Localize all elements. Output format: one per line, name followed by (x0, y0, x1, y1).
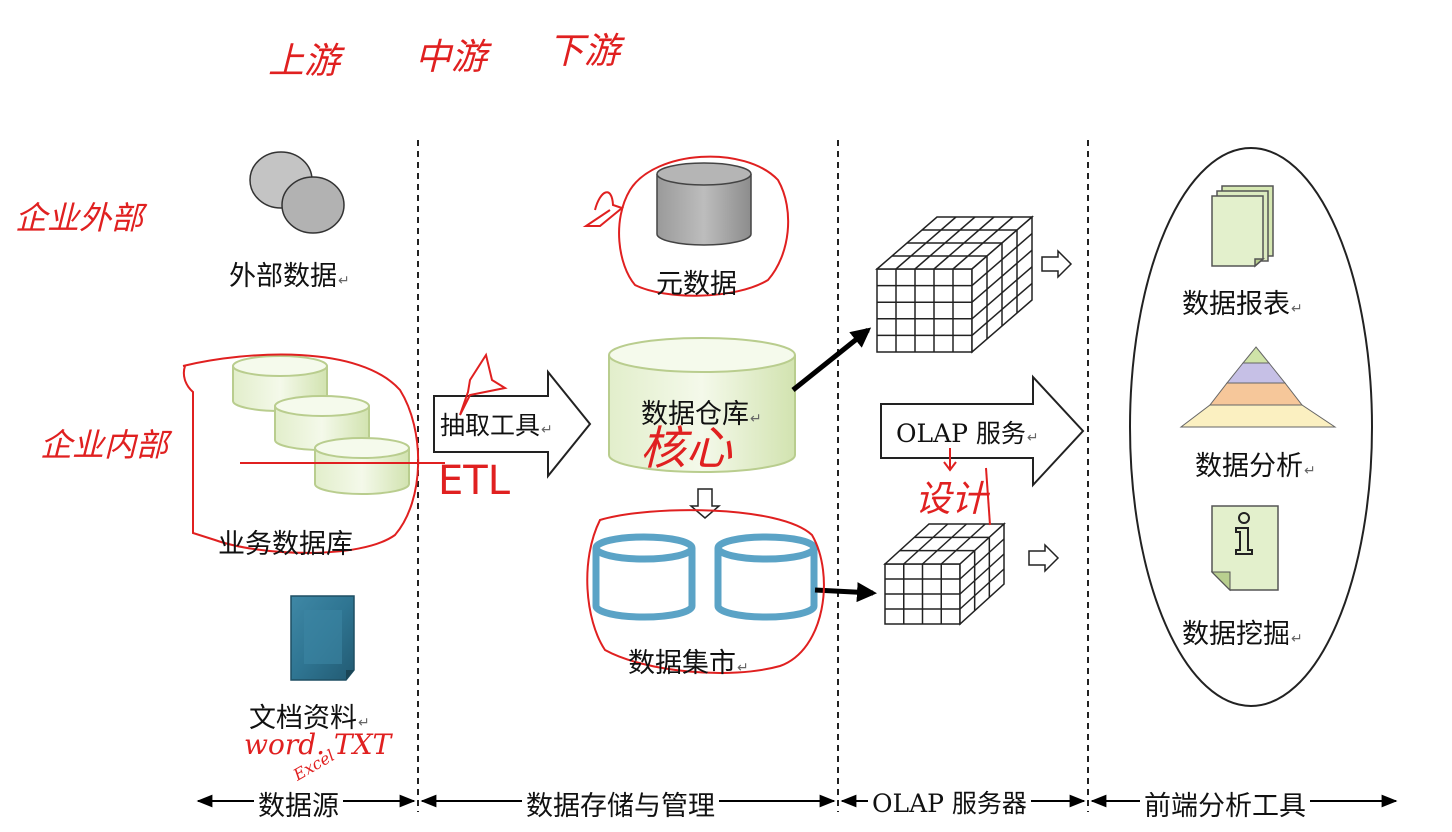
return-mark: ↵ (541, 422, 553, 438)
annotation-etl: ETL (438, 458, 510, 504)
analysis-text: 数据分析 (1195, 451, 1303, 482)
etl-star (459, 352, 508, 416)
return-mark: ↵ (750, 411, 762, 427)
report-text: 数据报表 (1182, 289, 1290, 320)
return-mark: ↵ (358, 715, 370, 731)
business-db-label: 业务数据库 (218, 522, 353, 561)
annotation-upstream: 上游 (268, 41, 341, 82)
external-data-icon (249, 151, 345, 234)
data-warehouse-label: 数据仓库↵ (641, 392, 762, 431)
return-mark: ↵ (1304, 463, 1316, 479)
etl-arrow-shape (433, 369, 592, 479)
olap-cube-large-icon (874, 215, 1035, 354)
data-warehouse-text: 数据仓库 (641, 399, 749, 430)
column-olap: OLAP 服务器 (868, 784, 1031, 820)
documents-text: 文档资料 (249, 703, 357, 734)
return-mark: ↵ (1291, 301, 1303, 317)
cube-output-arrow-bottom (1028, 543, 1060, 573)
annotation-core: 核心 (640, 421, 732, 475)
external-data-label: 外部数据↵ (229, 254, 350, 293)
annotation-word-txt: word. TXT (244, 728, 392, 761)
annotation-design: 设计 (915, 479, 988, 520)
analysis-pyramid-icon (1179, 346, 1337, 428)
annotation-midstream: 中游 (415, 37, 488, 78)
return-mark: ↵ (1026, 430, 1039, 446)
design-pointer (943, 448, 957, 472)
cube-output-arrow-top (1041, 249, 1073, 279)
report-label: 数据报表↵ (1182, 282, 1303, 321)
business-database-icon (232, 355, 410, 495)
marts-circle (586, 509, 825, 674)
column-storage: 数据存储与管理 (522, 784, 719, 823)
mining-label: 数据挖掘↵ (1182, 612, 1303, 651)
annotation-external-side: 企业外部 (15, 199, 144, 237)
return-mark: ↵ (338, 273, 350, 289)
data-marts-label: 数据集市↵ (628, 641, 749, 680)
data-marts-icon (592, 533, 818, 621)
olap-cube-small-icon (883, 522, 1006, 626)
mining-info-icon (1210, 505, 1279, 592)
data-warehouse-icon (608, 337, 796, 473)
etl-tool-label: 抽取工具↵ (440, 406, 553, 442)
internal-data-circle (182, 353, 420, 554)
metadata-circle (618, 155, 790, 297)
documents-icon (290, 595, 355, 681)
warehouse-to-cube-arrow (791, 327, 872, 392)
frontend-tools-ellipse (1129, 147, 1373, 707)
etl-tool-text: 抽取工具 (440, 411, 541, 440)
data-marts-text: 数据集市 (628, 648, 736, 679)
column-frontend: 前端分析工具 (1140, 784, 1310, 823)
olap-service-arrow-shape (880, 374, 1085, 488)
annotation-downstream: 下游 (548, 31, 621, 72)
olap-service-text: OLAP 服务 (896, 419, 1026, 448)
down-arrow-icon (688, 488, 722, 519)
metadata-star (582, 191, 625, 227)
column-data-source: 数据源 (254, 784, 343, 823)
mining-text: 数据挖掘 (1182, 619, 1290, 650)
documents-label: 文档资料↵ (249, 696, 370, 735)
annotation-internal-side: 企业内部 (40, 426, 169, 464)
handwritten-annotations (182, 155, 991, 674)
olap-service-label: OLAP 服务↵ (896, 414, 1039, 450)
external-data-text: 外部数据 (229, 261, 337, 292)
business-db-text: 业务数据库 (218, 529, 353, 560)
return-mark: ↵ (1291, 631, 1303, 647)
metadata-text: 元数据 (656, 269, 737, 300)
return-mark: ↵ (737, 660, 749, 676)
metadata-label: 元数据 (656, 262, 737, 301)
metadata-icon (656, 162, 752, 246)
design-mark (985, 467, 991, 526)
report-icon (1211, 185, 1274, 268)
analysis-label: 数据分析↵ (1195, 444, 1316, 483)
